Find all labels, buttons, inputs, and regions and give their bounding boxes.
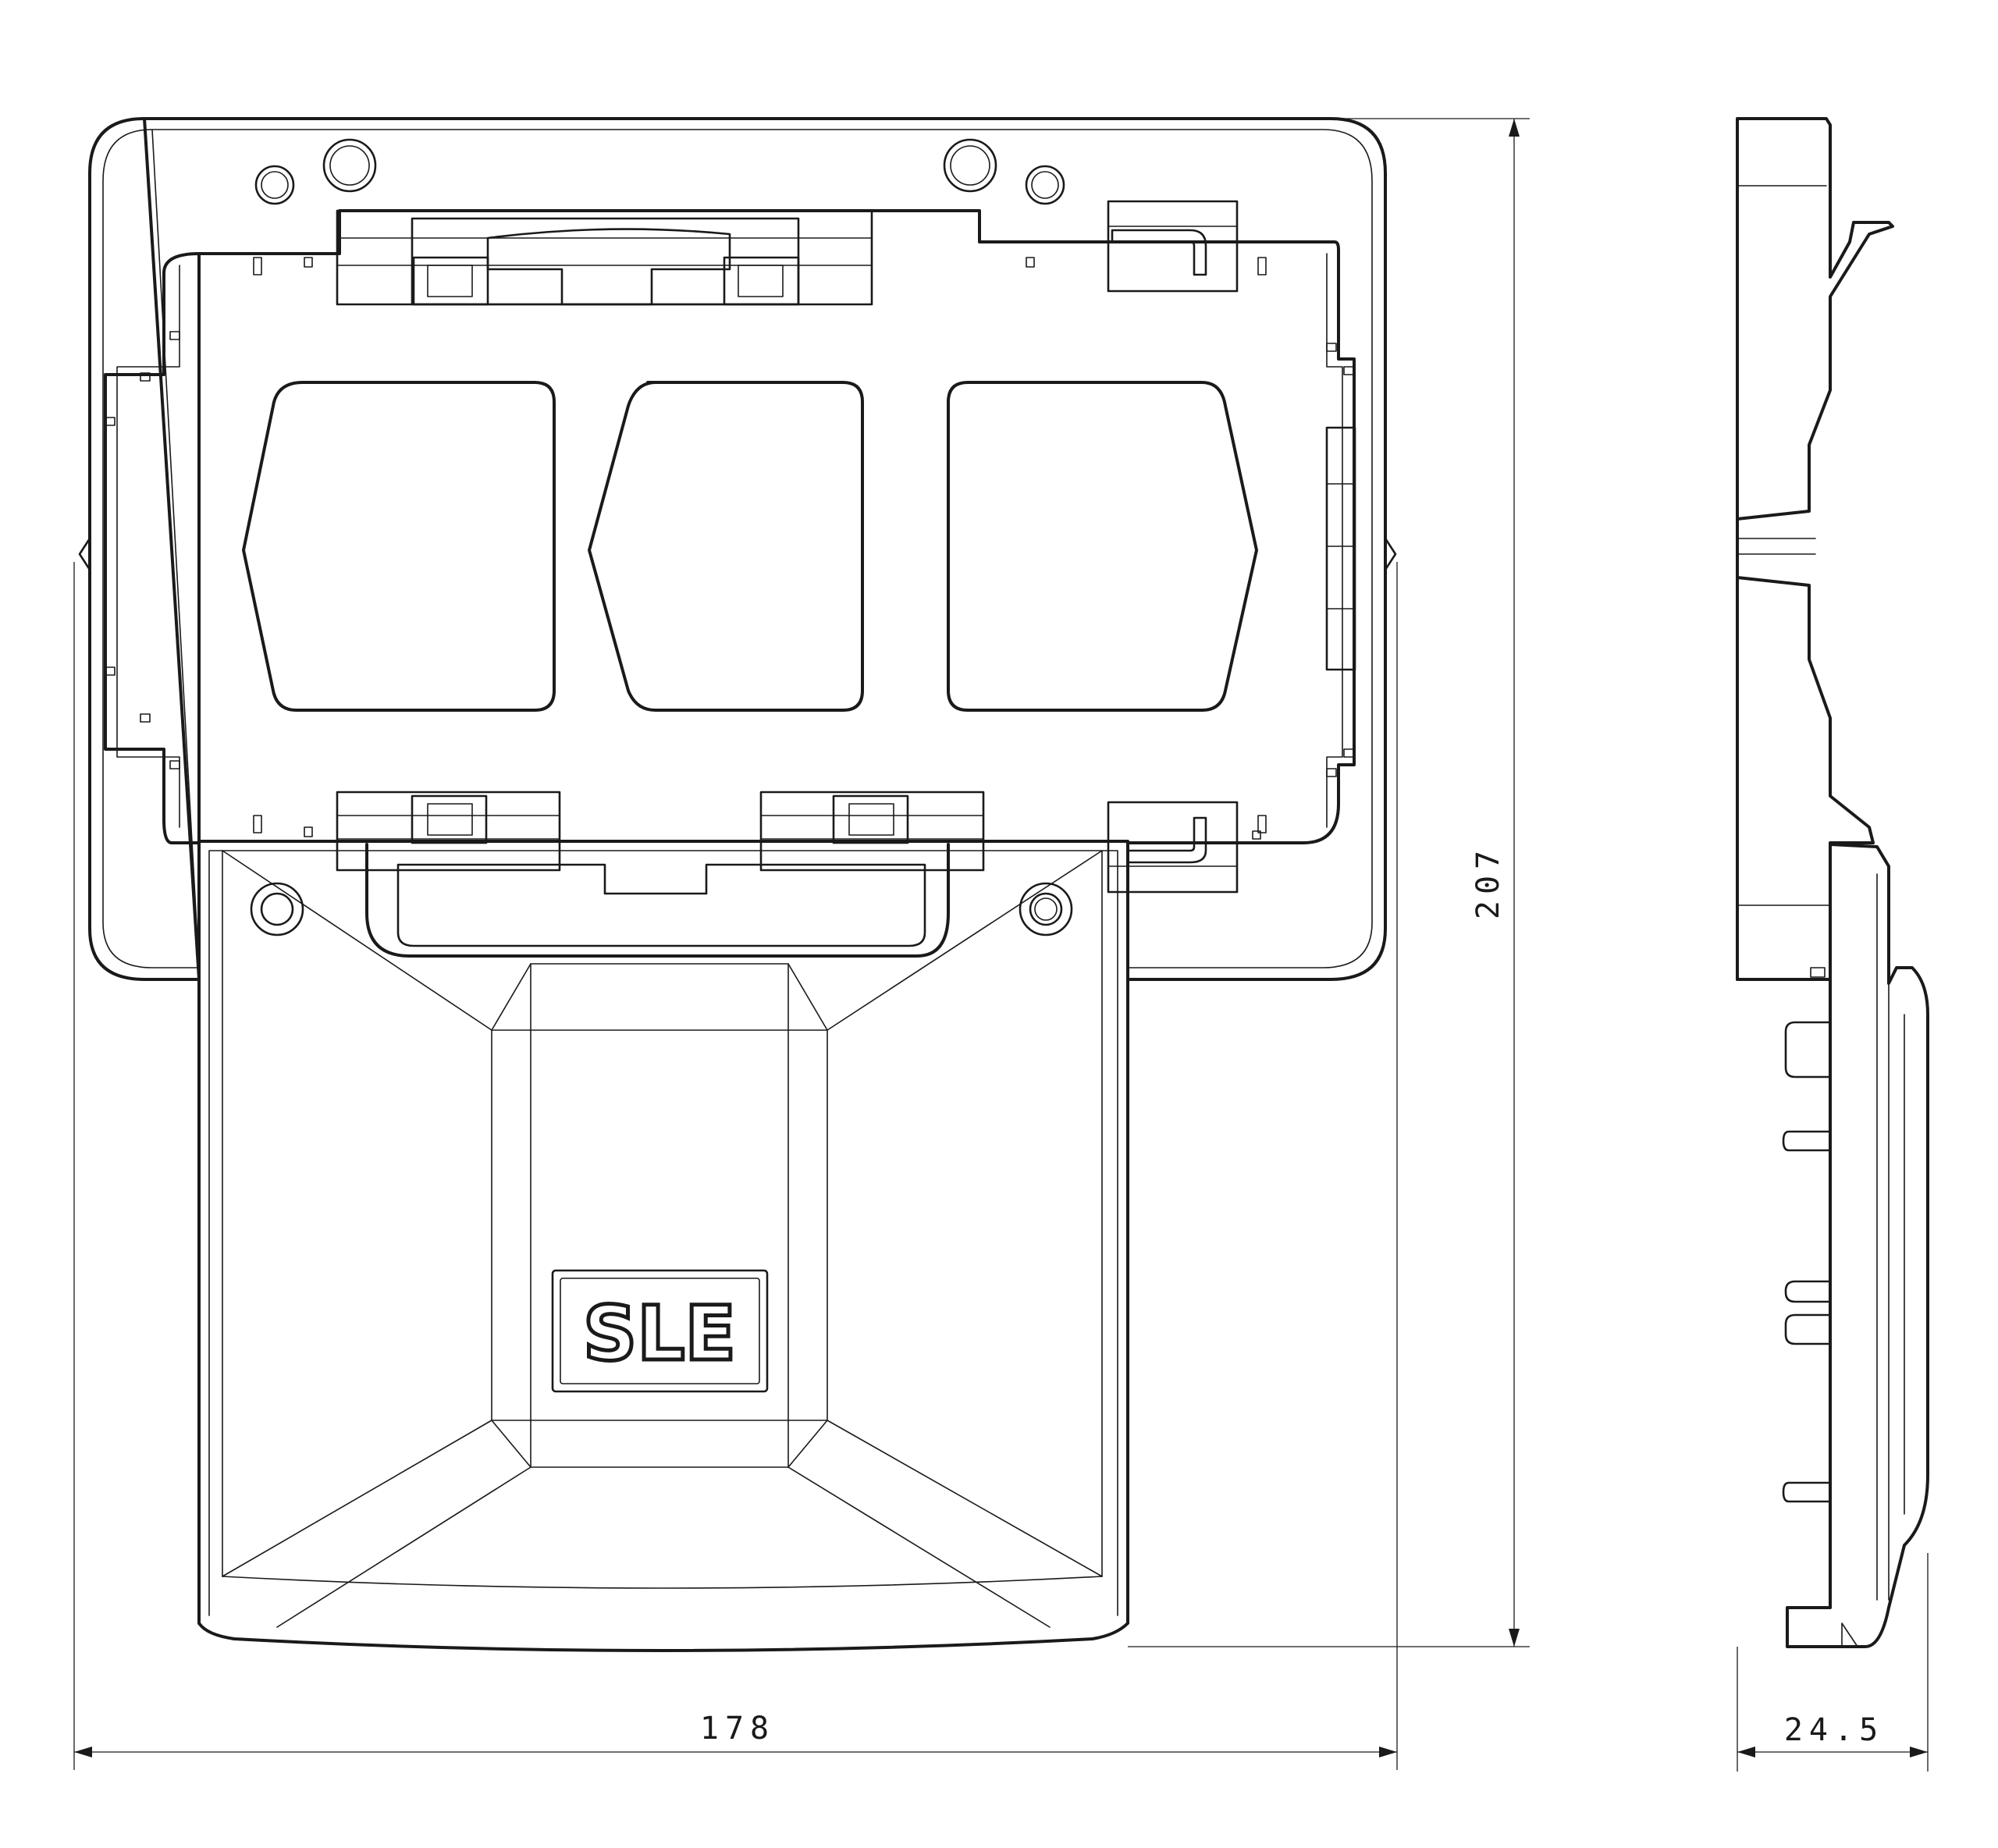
top-hinge-block: [336, 209, 873, 306]
lid-outline: [197, 840, 1129, 1652]
bottom-hinge-left: [336, 791, 561, 872]
logo-text: SLE: [583, 1290, 736, 1377]
extension-lines-front: [73, 118, 1530, 1770]
lid-side-rail: [222, 850, 1103, 1577]
mount-hole-large-right: [943, 138, 997, 193]
lid: SLE: [197, 840, 1129, 1652]
socket-opening-middle: [588, 381, 864, 712]
mount-hole-large-left-inner: [329, 145, 370, 186]
mount-hole-large-right-inner: [950, 145, 990, 186]
lid-facets: [222, 850, 1103, 1628]
socket-opening-right: [947, 381, 1258, 712]
mount-hole-small-left: [254, 165, 295, 205]
side-clips: [1782, 1021, 1832, 1503]
dimension-depth-label: 24.5: [1784, 1712, 1884, 1748]
bottom-hinge-right: [759, 791, 985, 872]
top-hinge-clip-right: [723, 256, 800, 306]
dimension-height-label: 207: [1470, 844, 1506, 919]
mount-hole-small-right-inner: [1031, 171, 1059, 199]
outer-plate: [88, 117, 1387, 981]
inner-frame: [104, 209, 1356, 844]
mount-hole-large-left: [322, 138, 377, 193]
right-side-strip-ribs: [1326, 483, 1356, 609]
lid-tongue: [365, 843, 950, 958]
lid-screw-right: [1019, 882, 1073, 936]
mount-hole-small-left-inner: [261, 171, 289, 199]
front-view: SLE: [73, 117, 1530, 1770]
top-hinge-clip-left: [412, 256, 489, 306]
lid-screw-left: [250, 882, 304, 936]
dimension-width: 178: [74, 1711, 1397, 1757]
side-view: [1736, 117, 1929, 1772]
frame-tabs: [105, 257, 1354, 840]
side-body: [1736, 117, 1894, 981]
outer-plate-inner-edge: [102, 129, 1373, 968]
left-notch: [78, 537, 91, 571]
top-right-latch: [1107, 200, 1239, 293]
right-side-strip: [1325, 426, 1356, 671]
right-notch: [1384, 537, 1397, 571]
mount-hole-small-right: [1025, 165, 1065, 205]
inner-frame-step: [116, 253, 1343, 828]
extension-lines-side: [1737, 1553, 1929, 1772]
dimension-depth: 24.5: [1737, 1712, 1928, 1757]
socket-opening-left: [242, 381, 556, 712]
dimension-height: 207: [1470, 119, 1520, 1647]
side-cover: [1786, 843, 1929, 1648]
lid-logo: SLE: [551, 1269, 769, 1393]
lid-inner-border: [208, 850, 1118, 1616]
dimension-width-label: 178: [700, 1711, 775, 1747]
